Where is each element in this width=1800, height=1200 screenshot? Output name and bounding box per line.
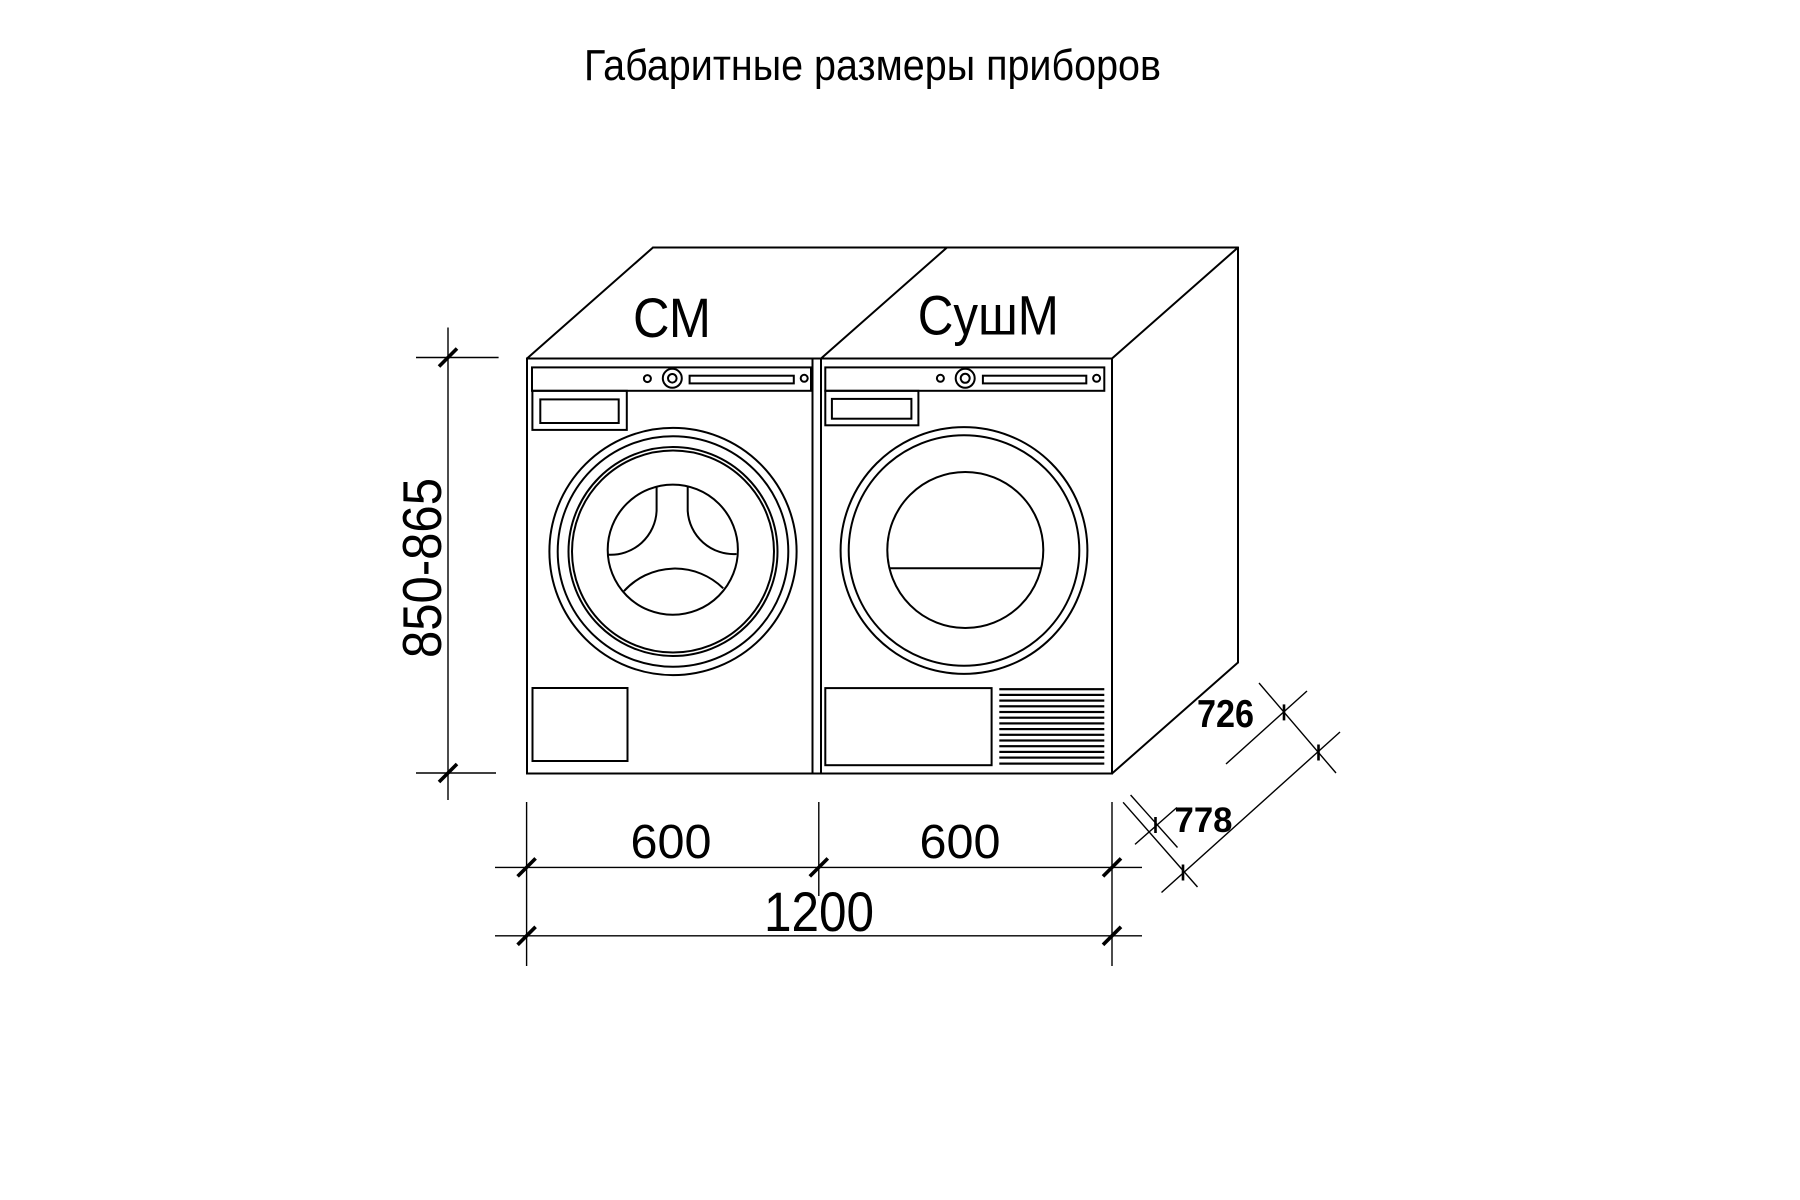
svg-text:СМ: СМ	[633, 287, 711, 349]
svg-text:СушМ: СушМ	[918, 285, 1059, 347]
svg-text:726: 726	[1197, 693, 1254, 736]
svg-text:778: 778	[1175, 801, 1233, 840]
svg-text:1200: 1200	[764, 881, 874, 943]
svg-text:600: 600	[920, 815, 1001, 869]
svg-text:850-865: 850-865	[391, 478, 453, 658]
svg-text:Габаритные размеры приборов: Габаритные размеры приборов	[584, 41, 1161, 90]
svg-text:600: 600	[631, 815, 712, 869]
